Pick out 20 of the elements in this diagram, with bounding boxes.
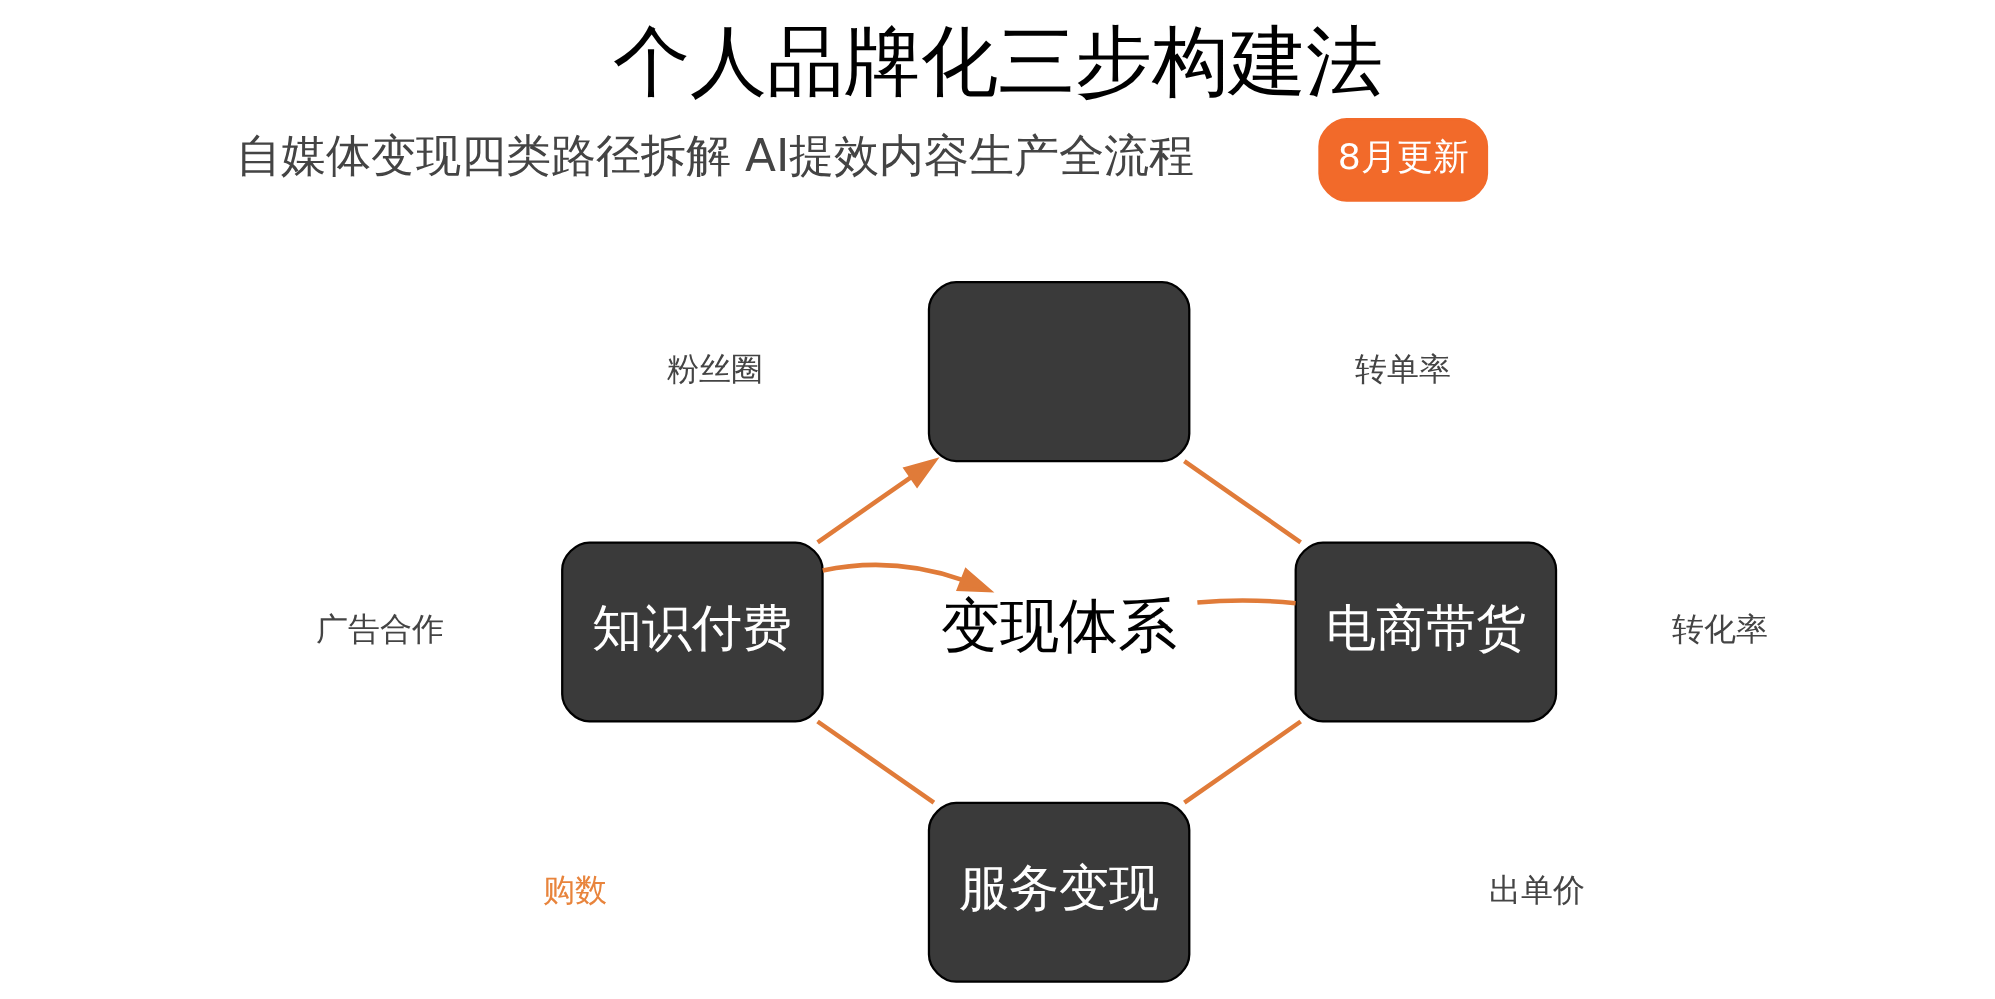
label: 购数 xyxy=(542,871,607,908)
node-box: 知识付费 xyxy=(560,541,824,723)
label: 转单率 xyxy=(1354,350,1451,387)
diagram-title: 个人品牌化三步构建法 xyxy=(612,16,1383,106)
node-text: 变现体系 xyxy=(940,591,1177,661)
arrow xyxy=(821,562,994,593)
connector xyxy=(815,719,935,805)
arrow xyxy=(815,457,940,545)
connector xyxy=(1182,459,1302,545)
node-box: 8月更新 xyxy=(1317,118,1488,202)
label: 广告合作 xyxy=(315,611,444,648)
connector xyxy=(1196,598,1296,606)
label: 转化率 xyxy=(1671,611,1768,648)
connector xyxy=(1182,719,1302,805)
label: 粉丝圈 xyxy=(666,350,763,387)
label: 出单价 xyxy=(1488,871,1585,908)
node-box: 电商带货 xyxy=(1294,541,1557,723)
label: 自媒体变现四类路径拆解 AI提效内容生产全流程 xyxy=(235,129,1194,183)
node-box xyxy=(927,281,1190,463)
node-box: 服务变现 xyxy=(927,801,1190,983)
